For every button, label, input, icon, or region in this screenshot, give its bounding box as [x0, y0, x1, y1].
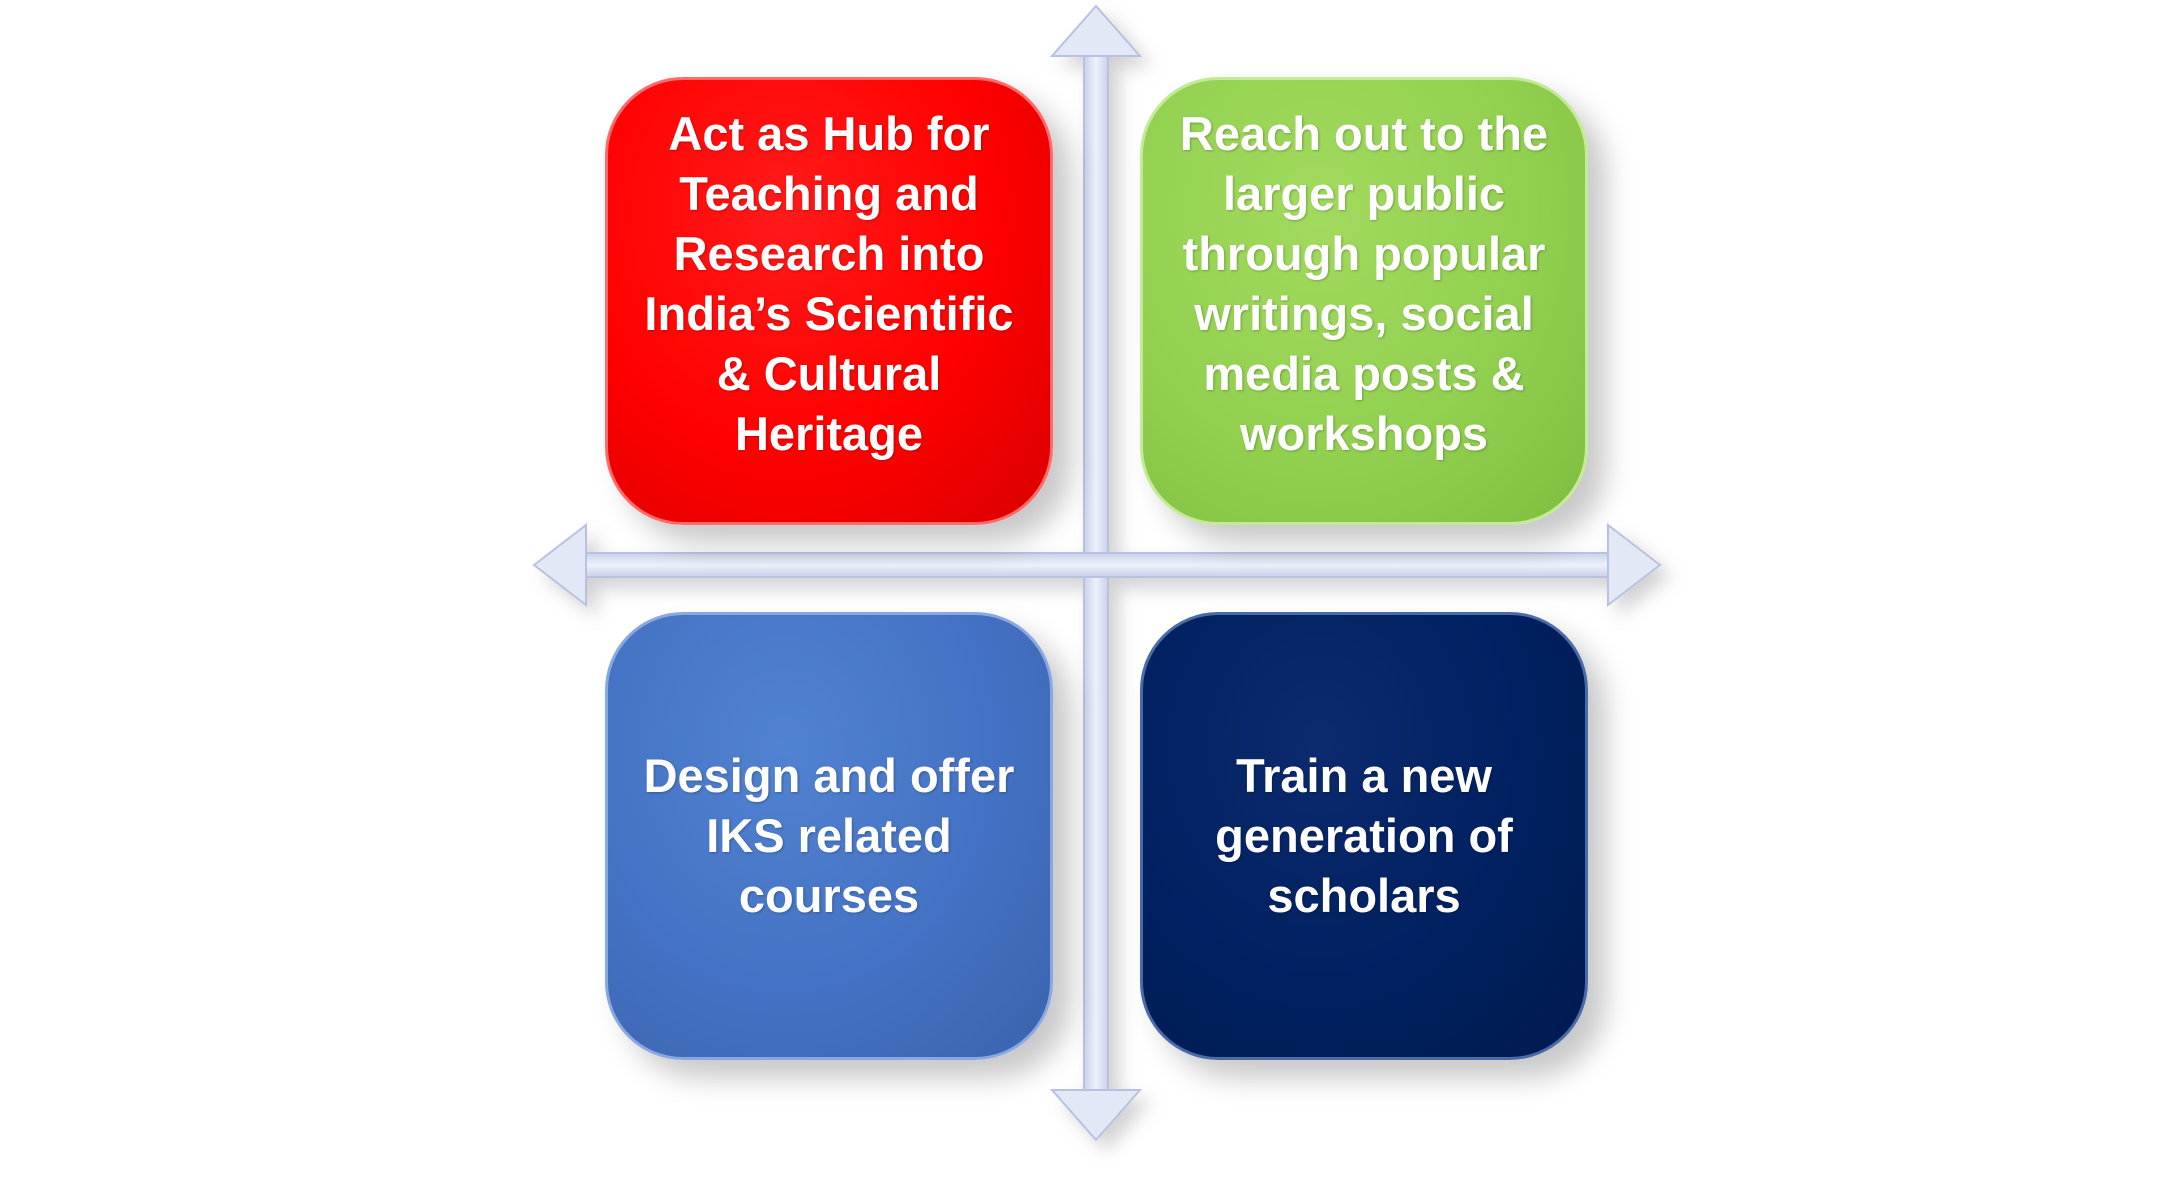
arrow-up-icon — [1049, 4, 1143, 57]
arrow-right-icon — [1607, 522, 1662, 608]
quadrant-top-left: Act as Hub for Teaching and Research int… — [605, 77, 1053, 525]
quadrant-bottom-right-text: Train a new generation of scholars — [1215, 749, 1513, 922]
horizontal-axis — [571, 552, 1621, 578]
quadrant-bottom-right: Train a new generation of scholars — [1140, 612, 1588, 1060]
arrow-down-icon — [1049, 1089, 1143, 1142]
arrow-left-icon — [532, 522, 587, 608]
quadrant-top-left-text: Act as Hub for Teaching and Research int… — [644, 107, 1014, 460]
quadrant-bottom-left-text: Design and offer IKS related courses — [643, 749, 1015, 922]
quadrant-top-right-text: Reach out to the larger public through p… — [1179, 107, 1549, 460]
quadrant-bottom-left: Design and offer IKS related courses — [605, 612, 1053, 1060]
vertical-axis — [1083, 51, 1109, 1111]
quadrant-top-right: Reach out to the larger public through p… — [1140, 77, 1588, 525]
